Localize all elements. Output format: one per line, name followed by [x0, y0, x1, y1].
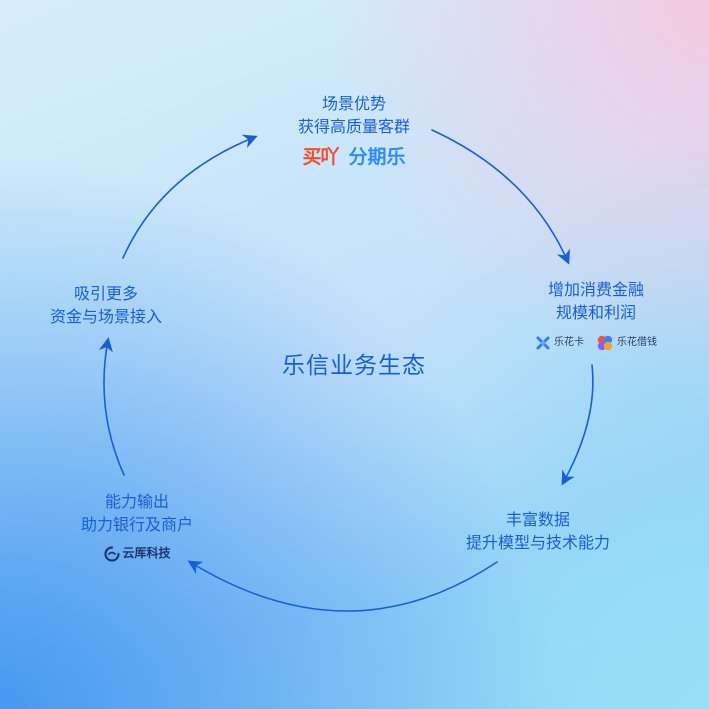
node-consumer-finance-line1: 增加消费金融 — [547, 280, 644, 299]
lehua-jieqian-icon — [597, 335, 613, 350]
node-rich-data-line2: 提升模型与技术能力 — [465, 533, 611, 552]
brand-maiya: 买吖 — [302, 146, 339, 168]
node-scene-advantage-line2: 获得高质量客群 — [297, 117, 411, 136]
node-rich-data: 丰富数据 提升模型与技术能力 — [466, 508, 610, 554]
node-capability-output-line2: 助力银行及商户 — [80, 515, 194, 534]
node-consumer-finance: 增加消费金融 规模和利润 乐花卡 乐花借钱 — [535, 278, 657, 354]
brand-row-bottom-left: 云厍科技 — [81, 542, 193, 565]
node-attract-more-line1: 吸引更多 — [73, 284, 139, 303]
arrow-right-to-bottom-right — [561, 364, 594, 486]
brand-lehua-jieqian-label: 乐花借钱 — [617, 337, 657, 348]
brand-yunmo: 云厍科技 — [103, 542, 171, 565]
node-attract-more: 吸引更多 资金与场景接入 — [50, 282, 162, 328]
lehua-card-icon — [536, 336, 550, 349]
arrow-bottom-right-to-bottom-left — [187, 560, 498, 612]
node-consumer-finance-line2: 规模和利润 — [555, 303, 636, 322]
brand-lehua-jieqian: 乐花借钱 — [596, 331, 657, 354]
brand-fenqile: 分期乐 — [348, 146, 406, 168]
arrow-left-to-top — [122, 134, 258, 259]
brand-row-right: 乐花卡 乐花借钱 — [535, 331, 657, 354]
node-scene-advantage-line1: 场景优势 — [321, 94, 387, 113]
brand-lehua-card-label: 乐花卡 — [554, 337, 584, 348]
center-title: 乐信业务生态 — [282, 353, 426, 379]
node-capability-output: 能力输出 助力银行及商户 云厍科技 — [81, 490, 193, 565]
brand-lehua-card: 乐花卡 — [535, 331, 584, 354]
node-rich-data-line1: 丰富数据 — [505, 510, 571, 529]
yunmo-logo-icon — [103, 545, 120, 562]
node-capability-output-line1: 能力输出 — [104, 492, 170, 511]
brand-row-top: 买吖 分期乐 — [298, 146, 410, 169]
arrow-top-to-right — [431, 129, 570, 265]
arrow-bottom-left-to-left — [98, 337, 125, 476]
node-attract-more-line2: 资金与场景接入 — [49, 307, 163, 326]
brand-yunmo-label: 云厍科技 — [122, 546, 171, 560]
node-scene-advantage: 场景优势 获得高质量客群 买吖 分期乐 — [298, 92, 410, 169]
